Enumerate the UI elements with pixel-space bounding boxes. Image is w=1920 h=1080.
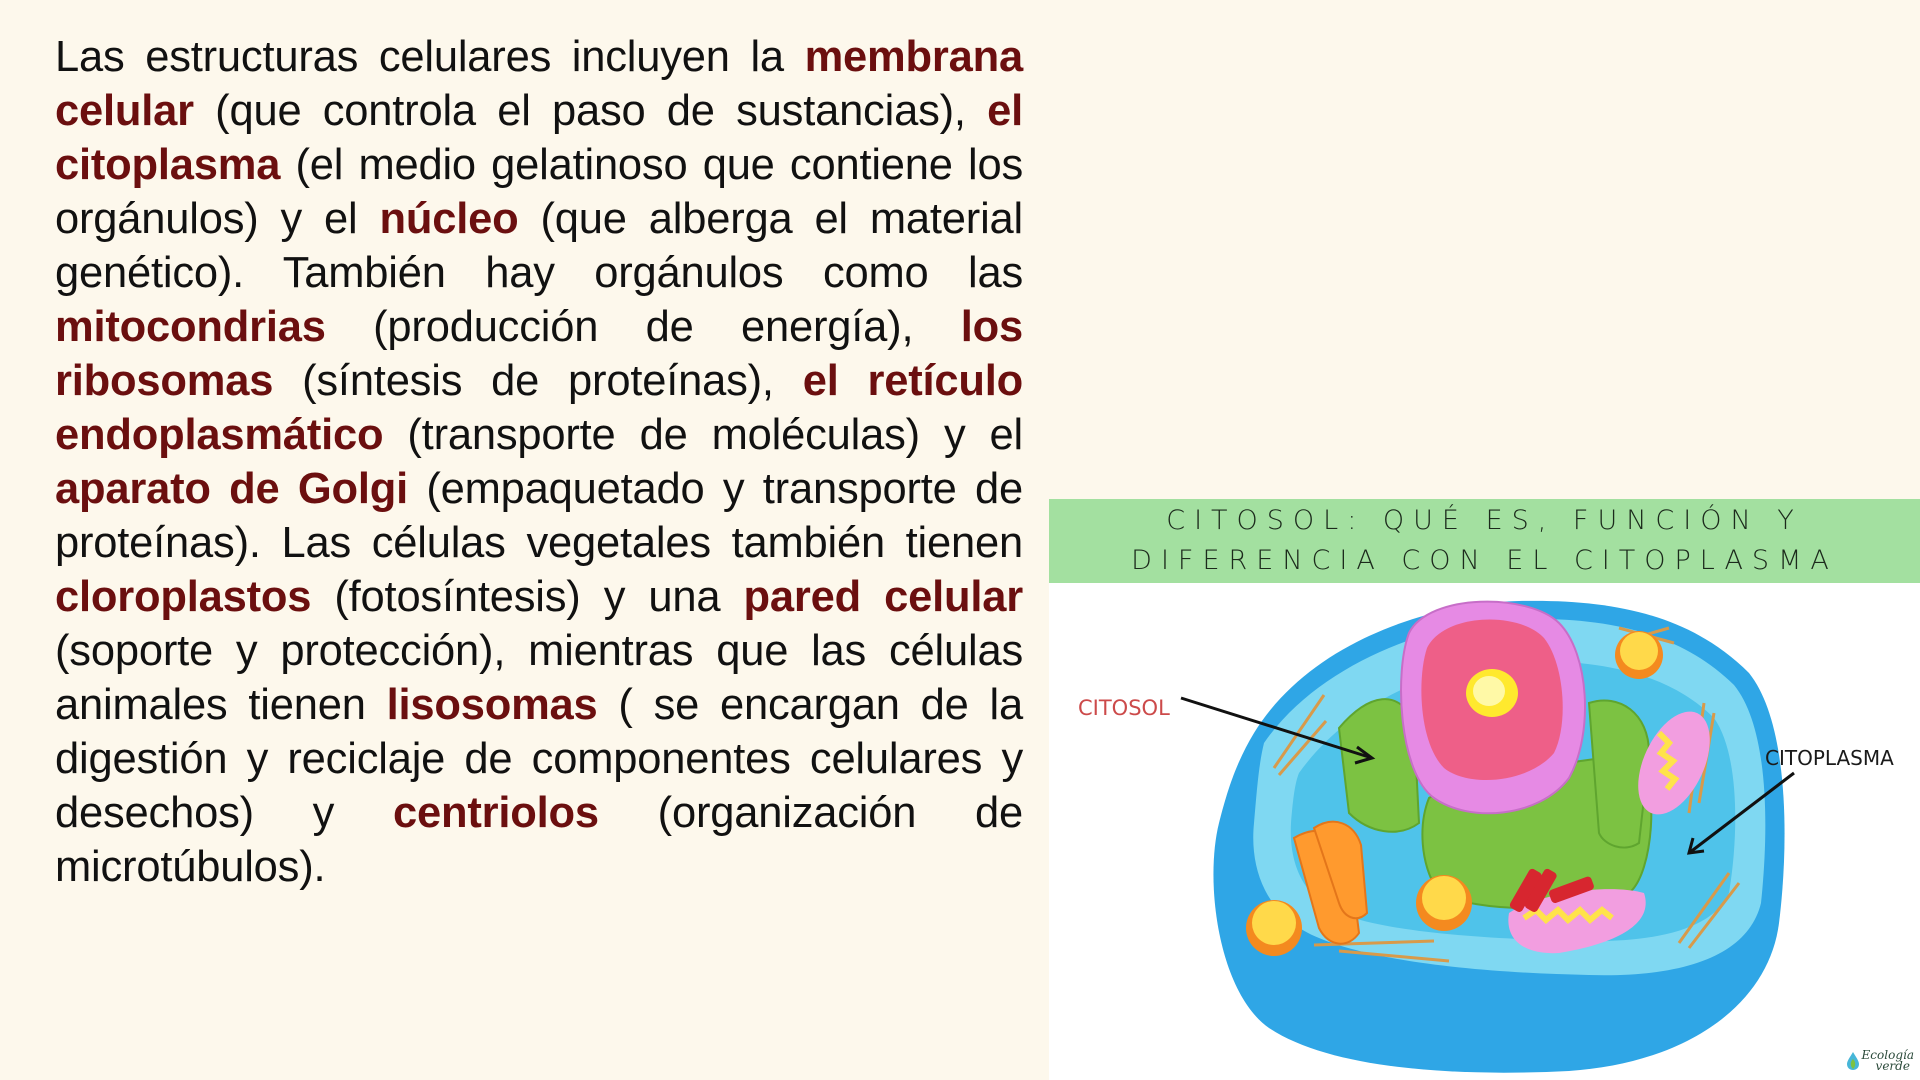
- banner-title-line2: DIFERENCIA CON EL CITOPLASMA: [1131, 545, 1838, 576]
- label-citosol: CITOSOL: [1078, 696, 1170, 720]
- golgi-apparatus: [1292, 820, 1369, 945]
- text-segment: (empaquetado y transporte de proteínas).…: [55, 465, 1024, 567]
- text-segment: (producción de energía),: [325, 303, 961, 351]
- text-segment: (organización de microtúbulos).: [55, 789, 1023, 891]
- lysosomes: [1246, 631, 1663, 956]
- centrioles: [1509, 868, 1594, 912]
- leaf-drop-icon: [1846, 1052, 1859, 1070]
- text-segment: (soporte y protección), mientras que las…: [55, 627, 1023, 729]
- body-paragraph: Las estructuras celulares incluyen la me…: [55, 30, 1023, 894]
- animal-cell-illustration: [1180, 600, 1795, 1073]
- ecologia-verde-logo: Ecología verde: [1846, 1048, 1914, 1073]
- text-segment: (que controla el paso de sustancias),: [193, 87, 988, 135]
- figure-banner: CITOSOL: QUÉ ES, FUNCIÓN Y DIFERENCIA CO…: [1049, 499, 1920, 583]
- term-membrana-celular: membrana celular: [55, 33, 1023, 135]
- term-reticulo-endoplasmatico: el retículo endoplasmático: [55, 357, 1023, 459]
- text-segment: (síntesis de proteínas),: [273, 357, 803, 405]
- label-arrows: [1180, 696, 1795, 855]
- term-mitocondrias: mitocondrias: [55, 303, 326, 351]
- text-segment: (el medio gelatinoso que contiene los or…: [55, 141, 1023, 243]
- term-pared-celular: pared celular: [743, 573, 1024, 621]
- text-segment: (fotosíntesis) y una: [311, 573, 744, 621]
- text-segment: (transporte de moléculas) y el: [383, 411, 1023, 459]
- label-citoplasma: CITOPLASMA: [1765, 746, 1894, 770]
- term-cloroplastos: cloroplastos: [55, 573, 312, 621]
- nucleus: [1400, 600, 1587, 815]
- text-segment: Las estructuras celulares incluyen la: [55, 33, 805, 81]
- text-segment: ( se encargan de la digestión y reciclaj…: [55, 681, 1024, 837]
- term-aparato-golgi: aparato de Golgi: [55, 465, 408, 513]
- logo-text-line1: Ecología: [1861, 1048, 1914, 1062]
- term-nucleo: núcleo: [379, 195, 519, 243]
- banner-title-line1: CITOSOL: QUÉ ES, FUNCIÓN Y: [1166, 505, 1803, 536]
- term-lisosomas: lisosomas: [386, 681, 598, 729]
- mitochondria: [1508, 711, 1710, 954]
- term-ribosomas: los ribosomas: [55, 303, 1023, 405]
- text-segment: (que alberga el material genético). Tamb…: [55, 195, 1023, 297]
- cell-diagram-figure: CITOSOL: QUÉ ES, FUNCIÓN Y DIFERENCIA CO…: [1049, 499, 1920, 1080]
- term-citoplasma: el citoplasma: [55, 87, 1023, 189]
- logo-text-line2: verde: [1875, 1059, 1910, 1073]
- term-centriolos: centriolos: [393, 789, 599, 837]
